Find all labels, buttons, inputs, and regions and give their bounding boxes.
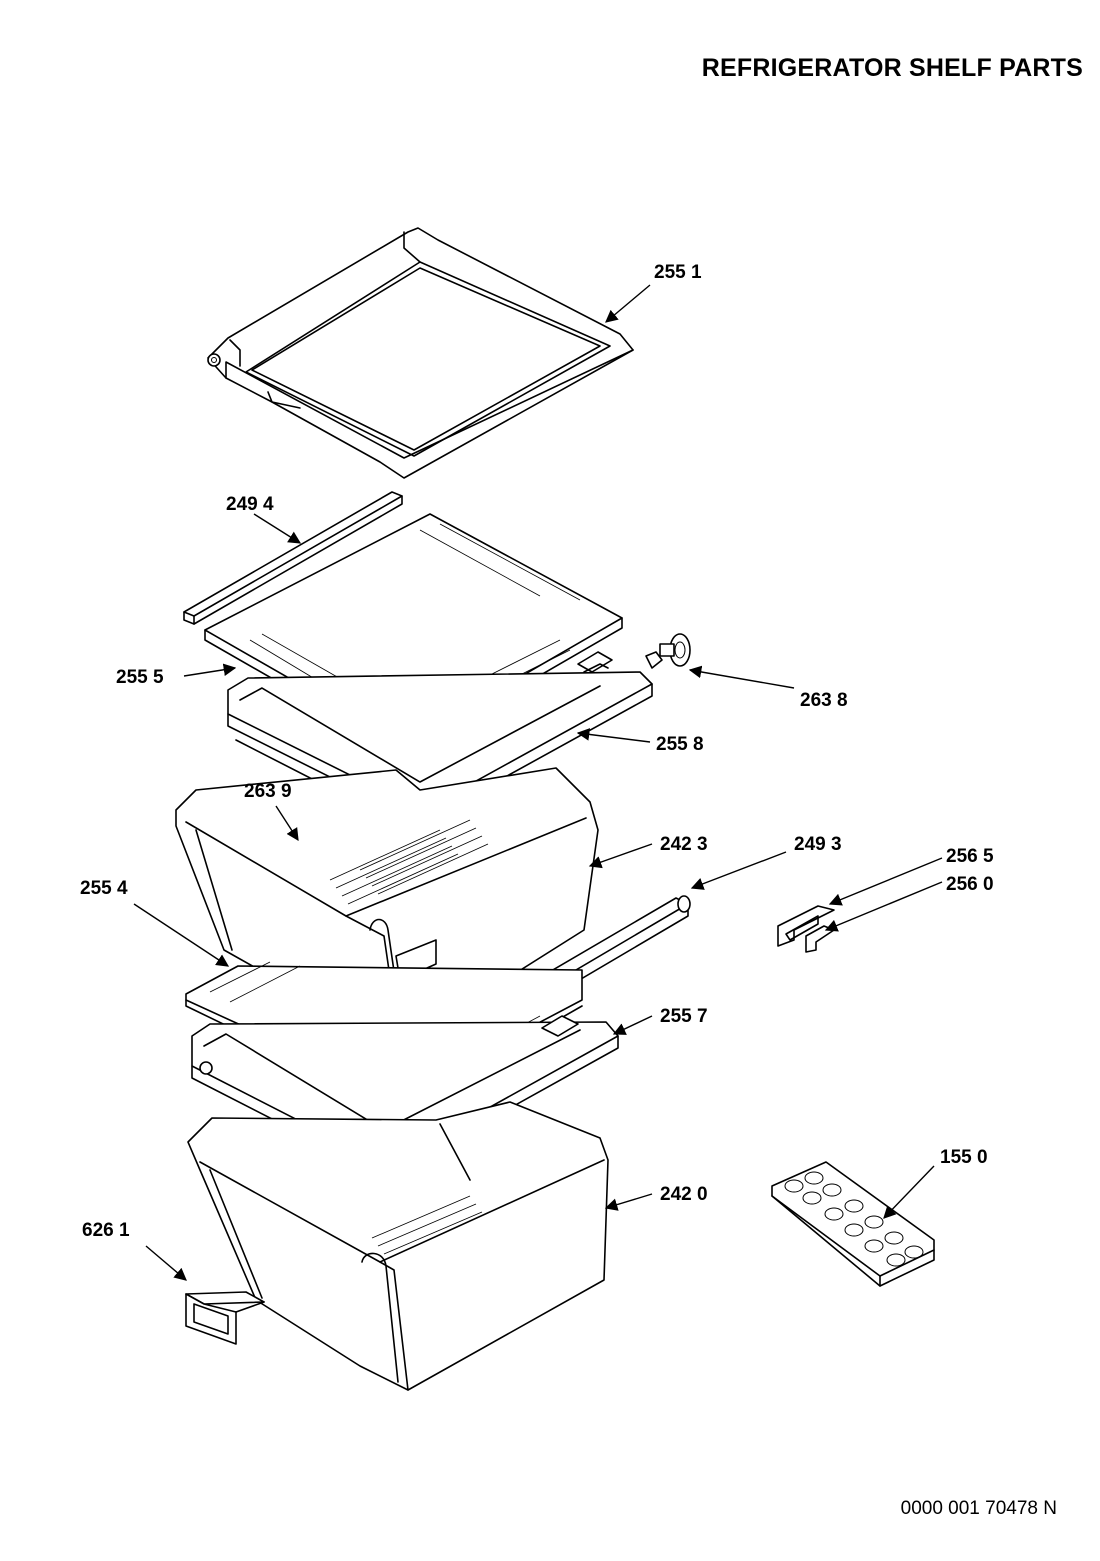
label-249-3: 249 3	[794, 834, 842, 855]
label-155-0: 155 0	[940, 1147, 988, 1168]
label-255-1: 255 1	[654, 262, 702, 283]
knob-right	[645, 633, 691, 669]
label-255-7: 255 7	[660, 1006, 708, 1027]
label-242-0: 242 0	[660, 1184, 708, 1205]
label-263-8: 263 8	[800, 690, 848, 711]
leader-lines	[133, 284, 943, 1281]
egg-tray	[771, 1161, 935, 1287]
label-256-0: 256 0	[946, 874, 994, 895]
label-626-1: 626 1	[82, 1220, 130, 1241]
label-255-5: 255 5	[116, 667, 164, 688]
glass-shelf-frame	[207, 227, 634, 479]
label-255-4: 255 4	[80, 878, 128, 899]
label-249-4: 249 4	[226, 494, 274, 515]
page-title: REFRIGERATOR SHELF PARTS	[701, 54, 1083, 82]
label-242-3: 242 3	[660, 834, 708, 855]
shelf-trim-strip	[183, 491, 403, 625]
label-255-8: 255 8	[656, 734, 704, 755]
label-263-9: 263 9	[244, 781, 292, 802]
document-number: 0000 001 70478 N	[900, 1498, 1057, 1519]
small-clip-parts	[777, 905, 835, 953]
label-256-5: 256 5	[946, 846, 994, 867]
lower-crisper-drawer	[187, 1101, 609, 1391]
label-holder	[185, 1291, 265, 1345]
